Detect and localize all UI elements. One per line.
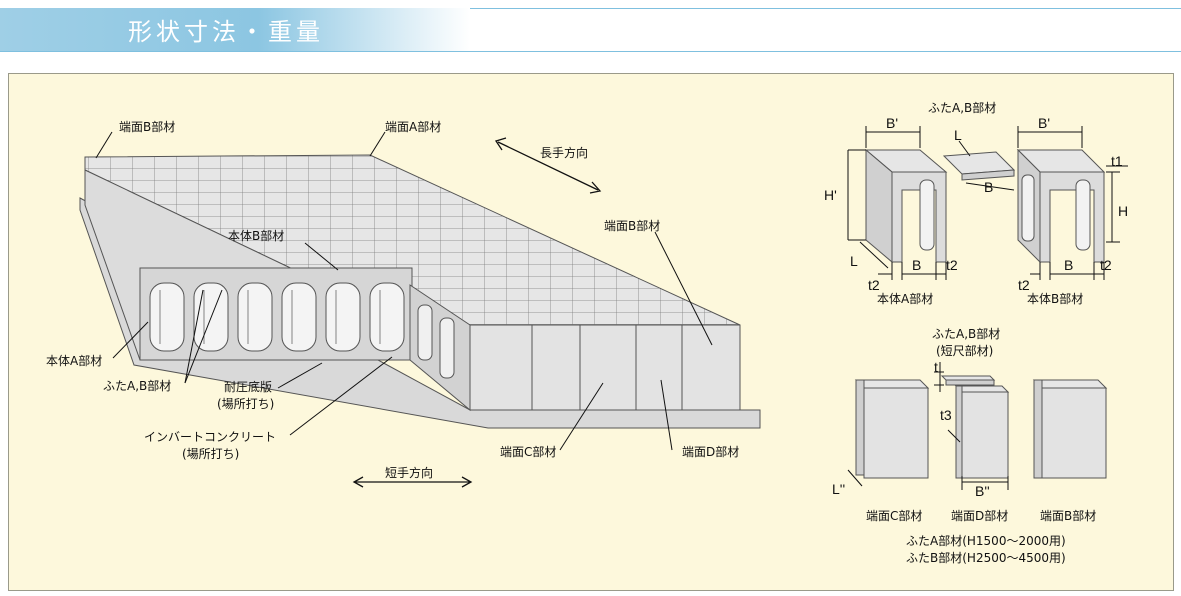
- label-pressure-slab: 耐圧底版: [224, 379, 272, 394]
- dim-t2-a-right: t2: [946, 257, 958, 273]
- dim-b-prime-a: B': [886, 115, 898, 131]
- header-top-rule: [0, 8, 1181, 9]
- label-end-b-top: 端面B部材: [119, 119, 175, 134]
- detail-end-b: [1032, 379, 1108, 479]
- label-long-direction: 長手方向: [540, 145, 588, 160]
- header-bottom-rule: [0, 51, 1181, 52]
- end-panel-d2: [635, 324, 683, 411]
- dim-l-top: L: [954, 127, 962, 143]
- label-lid-short: ふたA,B部材: [932, 326, 1000, 341]
- note-lid-a: ふたA部材(H1500〜2000用): [906, 533, 1066, 548]
- dim-t2-b-left: t2: [1018, 277, 1030, 293]
- detail-end-d: [954, 385, 1010, 479]
- dim-b-lid: B: [984, 179, 993, 195]
- detail-body-a: [864, 148, 948, 264]
- caption-body-a: 本体A部材: [877, 291, 933, 306]
- section-header: 形状寸法・重量: [0, 0, 1181, 58]
- dim-b-prime-b: B': [1038, 115, 1050, 131]
- short-direction-arrow: [352, 476, 473, 488]
- dim-b-a: B: [912, 257, 921, 273]
- label-invert-note: (場所打ち): [182, 447, 239, 461]
- dim-t: t: [934, 359, 938, 375]
- front-cell-face: [139, 267, 413, 361]
- dimension-lines-upper: [847, 126, 1128, 280]
- dim-l-double: L'': [832, 481, 845, 497]
- label-lid-ab-detail: ふたA,B部材: [928, 100, 996, 115]
- page-title: 形状寸法・重量: [128, 18, 324, 46]
- dim-h: H: [1118, 203, 1128, 219]
- label-pressure-slab-note: (場所打ち): [217, 397, 274, 411]
- caption-body-b: 本体B部材: [1027, 291, 1083, 306]
- end-panel-c2: [531, 324, 581, 411]
- dim-t3: t3: [940, 407, 952, 423]
- detail-body-b: [1016, 148, 1106, 264]
- caption-end-d: 端面D部材: [951, 508, 1008, 523]
- dim-b-b: B: [1064, 257, 1073, 273]
- dim-t1: t1: [1111, 153, 1123, 169]
- dim-h-prime: H': [824, 187, 837, 203]
- end-panel-c: [469, 324, 533, 411]
- label-body-a: 本体A部材: [46, 353, 102, 368]
- label-body-b: 本体B部材: [228, 228, 284, 243]
- dim-b-double: B'': [975, 483, 990, 499]
- main-structure: [79, 154, 761, 429]
- label-end-d: 端面D部材: [682, 444, 739, 459]
- label-invert: インバートコンクリート: [144, 430, 276, 444]
- cell-inner-lines: [159, 290, 381, 344]
- label-end-b-right: 端面B部材: [604, 218, 660, 233]
- dim-l-left: L: [850, 253, 858, 269]
- caption-end-c: 端面C部材: [866, 508, 922, 523]
- label-end-c: 端面C部材: [500, 444, 556, 459]
- end-panel-d: [579, 324, 637, 411]
- end-panel-b: [681, 324, 741, 411]
- detail-lid-short: [940, 375, 996, 386]
- label-end-a-top: 端面A部材: [385, 119, 441, 134]
- label-short-direction: 短手方向: [385, 465, 433, 480]
- detail-end-c: [854, 379, 930, 479]
- leader-lines: [95, 131, 713, 451]
- detail-lid: [942, 151, 1016, 181]
- end-wall-openings: [417, 304, 455, 379]
- dim-t2-a-left: t2: [868, 277, 880, 293]
- caption-end-b: 端面B部材: [1040, 508, 1096, 523]
- dim-t2-b-right: t2: [1100, 257, 1112, 273]
- dimension-lines-lower: [847, 362, 1009, 490]
- arched-openings: [149, 282, 405, 352]
- long-direction-arrow: [494, 137, 602, 194]
- header-gradient-band: [0, 8, 470, 52]
- note-lid-b: ふたB部材(H2500〜4500用): [906, 550, 1066, 565]
- label-lid-ab: ふたA,B部材: [103, 378, 171, 393]
- label-lid-short-note: (短尺部材): [936, 343, 993, 358]
